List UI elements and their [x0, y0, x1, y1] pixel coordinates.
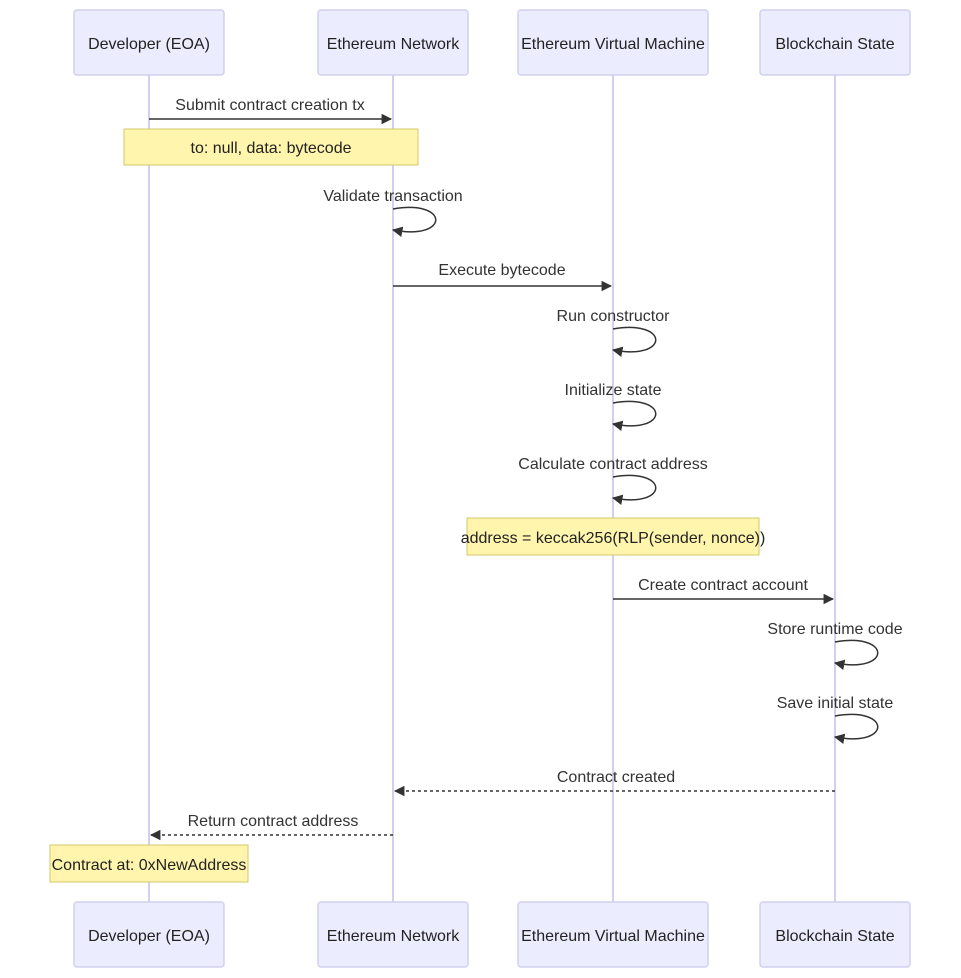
- message-label: Run constructor: [557, 308, 671, 325]
- message-execute-bytecode: Execute bytecode: [393, 262, 613, 292]
- note-text: to: null, data: bytecode: [191, 140, 352, 157]
- message-store-runtime-code: Store runtime code: [767, 621, 903, 670]
- message-label: Execute bytecode: [438, 262, 565, 279]
- message-save-initial-state: Save initial state: [777, 695, 894, 744]
- actor-label: Ethereum Virtual Machine: [521, 928, 705, 945]
- message-submit-tx: Submit contract creation tx: [149, 97, 393, 125]
- message-label: Validate transaction: [323, 188, 462, 205]
- actor-developer-bottom: Developer (EOA): [73, 901, 225, 968]
- actor-label: Blockchain State: [775, 928, 894, 945]
- actor-ethereum-network-top: Ethereum Network: [317, 9, 469, 76]
- actor-developer-top: Developer (EOA): [73, 9, 225, 76]
- message-label: Store runtime code: [767, 621, 902, 638]
- actor-blockchain-state-bottom: Blockchain State: [759, 901, 911, 968]
- actor-label: Blockchain State: [775, 36, 894, 53]
- actor-label: Developer (EOA): [88, 928, 210, 945]
- message-calculate-address: Calculate contract address: [518, 456, 708, 505]
- message-label: Submit contract creation tx: [175, 97, 364, 114]
- note-tx-data: to: null, data: bytecode: [123, 128, 419, 166]
- note-text: address = keccak256(RLP(sender, nonce)): [461, 530, 766, 547]
- message-label: Save initial state: [777, 695, 894, 712]
- message-create-account: Create contract account: [613, 577, 835, 605]
- message-label: Contract created: [557, 769, 675, 786]
- actor-label: Ethereum Network: [327, 36, 460, 53]
- actor-label: Developer (EOA): [88, 36, 210, 53]
- note-contract-address: Contract at: 0xNewAddress: [49, 844, 249, 883]
- note-text: Contract at: 0xNewAddress: [52, 857, 247, 874]
- note-address-formula: address = keccak256(RLP(sender, nonce)): [461, 517, 766, 556]
- actor-blockchain-state-top: Blockchain State: [759, 9, 911, 76]
- actor-evm-bottom: Ethereum Virtual Machine: [517, 901, 709, 968]
- message-label: Return contract address: [188, 813, 359, 830]
- message-return-address: Return contract address: [149, 813, 393, 841]
- actor-ethereum-network-bottom: Ethereum Network: [317, 901, 469, 968]
- message-contract-created: Contract created: [393, 769, 835, 797]
- message-label: Calculate contract address: [518, 456, 707, 473]
- actor-label: Ethereum Virtual Machine: [521, 36, 705, 53]
- actor-evm-top: Ethereum Virtual Machine: [517, 9, 709, 76]
- message-run-constructor: Run constructor: [557, 308, 671, 357]
- message-label: Create contract account: [638, 577, 808, 594]
- actor-label: Ethereum Network: [327, 928, 460, 945]
- message-label: Initialize state: [565, 382, 662, 399]
- message-initialize-state: Initialize state: [565, 382, 662, 431]
- message-validate-tx: Validate transaction: [323, 188, 463, 237]
